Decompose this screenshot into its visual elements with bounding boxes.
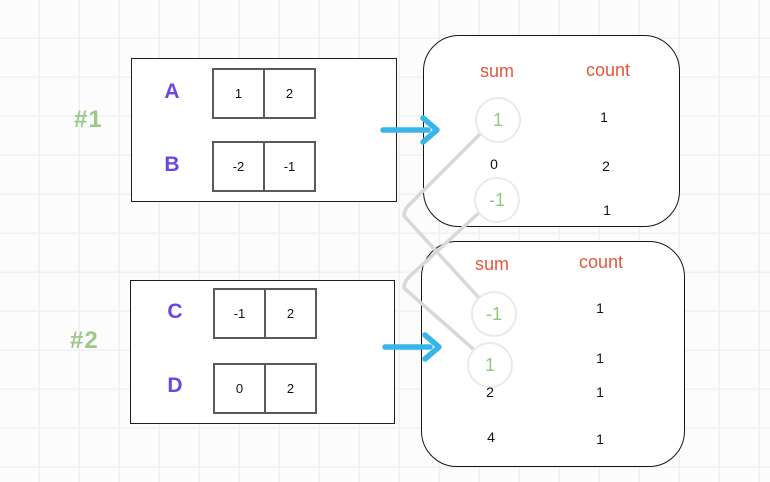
array-cell: 2 [263,68,316,119]
example1-label: #1 [74,106,103,133]
example2-count-value: 1 [596,431,604,447]
example1-array-b-name: B [164,153,180,176]
example1-array-a-name: A [164,80,180,103]
example2-count-value: 1 [596,350,604,366]
array-cell: -2 [212,141,265,192]
example2-count-value: 1 [596,384,604,400]
example2-sum-value: 2 [486,384,494,400]
example2-count-header: count [578,252,624,272]
example2-sum-value: 4 [487,429,495,445]
example1-sum-header: sum [479,61,514,81]
example1-count-value: 2 [602,158,610,174]
example2-array-c-cells: -1 2 [213,288,317,339]
example2-count-value: 1 [596,300,604,316]
example2-sum-circle-1: 1 [467,342,513,388]
array-cell: 2 [264,288,317,339]
array-cell: -1 [263,141,316,192]
example1-count-header: count [585,60,631,80]
array-cell: 1 [212,68,265,119]
array-cell: -1 [213,288,266,339]
example2-array-d-cells: 0 2 [213,363,317,414]
example2-sum-header: sum [474,254,509,274]
example1-sum-circle--1: -1 [474,177,520,223]
example2-array-c-name: C [167,300,183,323]
example2-array-d-name: D [167,374,183,397]
example1-count-value: 1 [603,202,611,218]
array-cell: 0 [213,363,266,414]
example1-sum-value: 0 [490,156,498,172]
array-cell: 2 [264,363,317,414]
example2-sum-circle--1: -1 [471,291,517,337]
example1-count-value: 1 [600,109,608,125]
example2-label: #2 [70,327,99,354]
example1-sum-circle-1: 1 [475,97,521,143]
example1-array-a-cells: 1 2 [212,68,316,119]
example1-array-b-cells: -2 -1 [212,141,316,192]
